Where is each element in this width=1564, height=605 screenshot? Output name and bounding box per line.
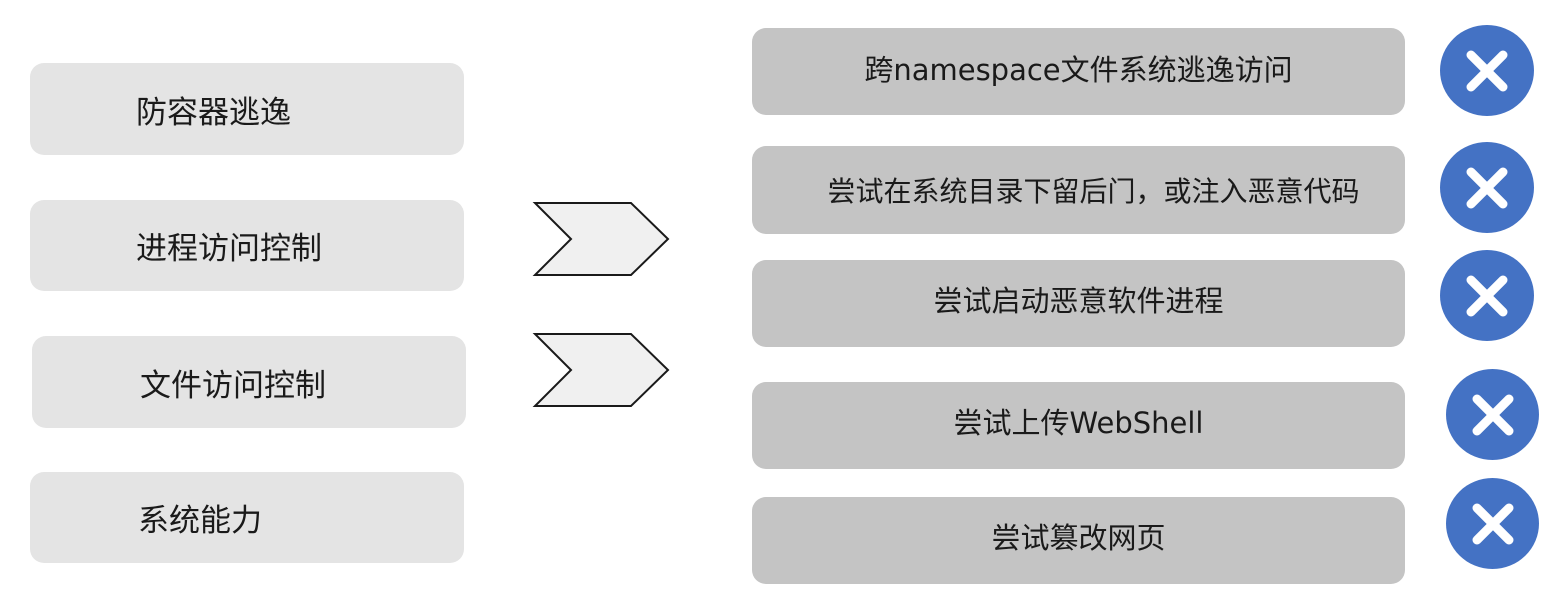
left-item-process-access: 进程访问控制 — [30, 200, 464, 291]
close-icon — [1440, 250, 1534, 341]
close-icon — [1446, 478, 1539, 569]
left-item-label: 系统能力 — [138, 503, 262, 539]
left-item-label: 防容器逃逸 — [136, 94, 291, 131]
left-item-container-escape: 防容器逃逸 — [30, 63, 464, 155]
right-item-label: 尝试篡改网页 — [991, 520, 1166, 555]
right-item-webshell: 尝试上传WebShell — [752, 382, 1405, 469]
right-item-namespace-escape: 跨namespace文件系统逃逸访问 — [752, 28, 1405, 115]
right-item-malware-process: 尝试启动恶意软件进程 — [752, 260, 1405, 347]
close-icon — [1440, 25, 1534, 116]
left-item-label: 文件访问控制 — [140, 367, 326, 404]
right-item-backdoor: 尝试在系统目录下留后门，或注入恶意代码 — [752, 146, 1405, 234]
right-item-label: 跨namespace文件系统逃逸访问 — [864, 52, 1293, 87]
right-item-label: 尝试在系统目录下留后门，或注入恶意代码 — [827, 175, 1360, 208]
close-icon — [1440, 142, 1534, 233]
chevron-arrow-icon — [532, 333, 670, 407]
left-item-label: 进程访问控制 — [136, 231, 322, 267]
right-item-label: 尝试上传WebShell — [953, 405, 1204, 440]
left-item-file-access: 文件访问控制 — [32, 336, 466, 428]
left-item-system-capability: 系统能力 — [30, 472, 464, 563]
right-item-label: 尝试启动恶意软件进程 — [933, 283, 1224, 318]
close-icon — [1446, 369, 1539, 460]
right-item-tamper-webpage: 尝试篡改网页 — [752, 497, 1405, 584]
chevron-arrow-icon — [532, 202, 670, 276]
